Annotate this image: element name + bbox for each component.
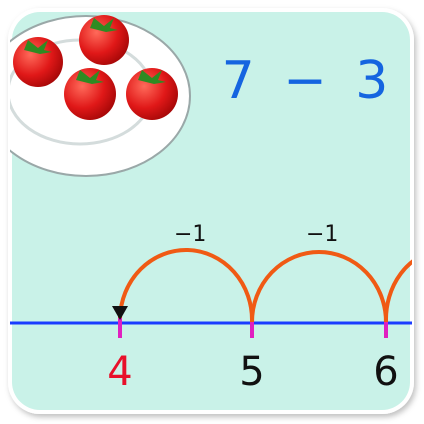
tomato-icon: [79, 15, 129, 65]
number-label: 6: [373, 349, 399, 395]
tomato-icon: [64, 68, 116, 120]
tomato-icon: [13, 37, 63, 87]
jump-arc: [250, 250, 388, 323]
arrow-head-icon: [112, 306, 128, 320]
step-label: −1: [174, 222, 207, 247]
jump-arc: [383, 248, 412, 323]
number-label: 5: [239, 349, 265, 395]
step-label: −1: [306, 222, 339, 247]
equation-text: 7 − 3: [221, 51, 395, 111]
tomato-icon: [126, 68, 178, 120]
number-label-highlighted: 4: [107, 349, 133, 395]
jump-arc: [118, 248, 255, 323]
